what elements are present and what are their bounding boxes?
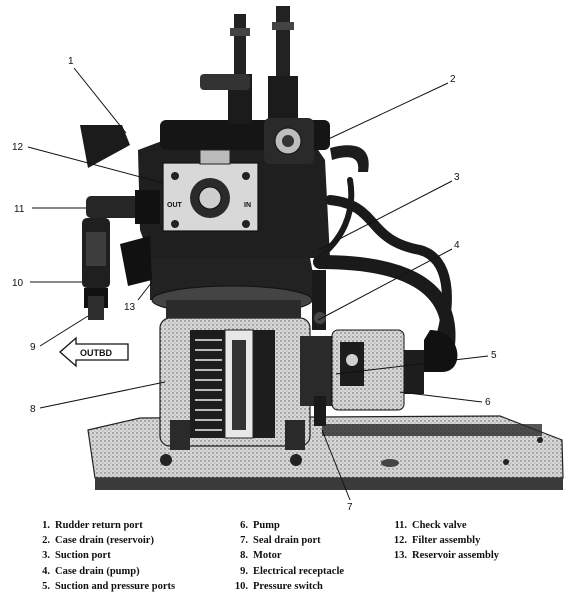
filter-assembly: OUT IN (162, 149, 259, 232)
callout-numbers: 1 2 3 4 5 6 7 8 9 10 11 12 13 (12, 56, 497, 510)
pump (300, 329, 458, 426)
motor-body (159, 317, 311, 450)
legend-column-3: 11.Check valve 12.Filter assembly 13.Res… (391, 518, 499, 564)
callout-2: 2 (450, 74, 456, 85)
callout-11: 11 (14, 204, 25, 215)
callout-1: 1 (68, 56, 74, 67)
legend-item-6: 6.Pump (240, 520, 280, 531)
callout-13: 13 (124, 302, 136, 313)
legend-item-8: 8.Motor (240, 550, 282, 562)
filter-in-label: IN (244, 202, 251, 209)
legend-item-5: 5.Suction and pressure ports (42, 580, 176, 592)
callout-3: 3 (454, 172, 460, 183)
callout-12: 12 (12, 142, 24, 153)
legend-item-11: 11.Check valve (394, 520, 467, 531)
callout-5: 5 (491, 350, 497, 361)
hydraulic-hoses (313, 177, 456, 352)
base-plate (87, 415, 564, 490)
legend-column-2: 6.Pump 7.Seal drain port 8.Motor 9.Elect… (232, 518, 344, 594)
check-valve (80, 125, 160, 224)
callout-8: 8 (30, 404, 36, 415)
top-fittings (200, 6, 369, 172)
pump-assembly-illustration: OUT IN (12, 6, 564, 510)
legend-column-1: 1.Rudder return port 2.Case drain (reser… (34, 518, 175, 594)
legend-item-1: 1.Rudder return port (42, 520, 143, 531)
callout-9: 9 (30, 342, 36, 353)
case-drain-pump-fitting (312, 270, 326, 330)
legend-item-7: 7.Seal drain port (240, 535, 321, 547)
electrical-receptacle (84, 288, 108, 320)
reservoir-side-block (120, 236, 152, 286)
callout-10: 10 (12, 278, 24, 289)
legend-item-13: 13.Reservoir assembly (393, 550, 499, 562)
legend-item-3: 3.Suction port (42, 550, 111, 562)
callout-6: 6 (485, 397, 491, 408)
callout-4: 4 (454, 240, 460, 251)
filter-out-label: OUT (167, 202, 183, 209)
leader-lines (27, 67, 489, 501)
callout-7: 7 (347, 502, 353, 510)
legend-item-12: 12.Filter assembly (393, 535, 481, 547)
outbd-direction-arrow: OUTBD (59, 336, 129, 368)
legend-item-4: 4.Case drain (pump) (42, 565, 140, 577)
pressure-switch (82, 218, 110, 288)
legend-item-2: 2.Case drain (reservoir) (42, 535, 154, 547)
legend-item-10: 10.Pressure switch (234, 580, 323, 592)
legend-item-9: 9.Electrical receptacle (240, 565, 345, 577)
outbd-label: OUTBD (80, 348, 112, 358)
motor-cooling-fins (195, 339, 222, 431)
